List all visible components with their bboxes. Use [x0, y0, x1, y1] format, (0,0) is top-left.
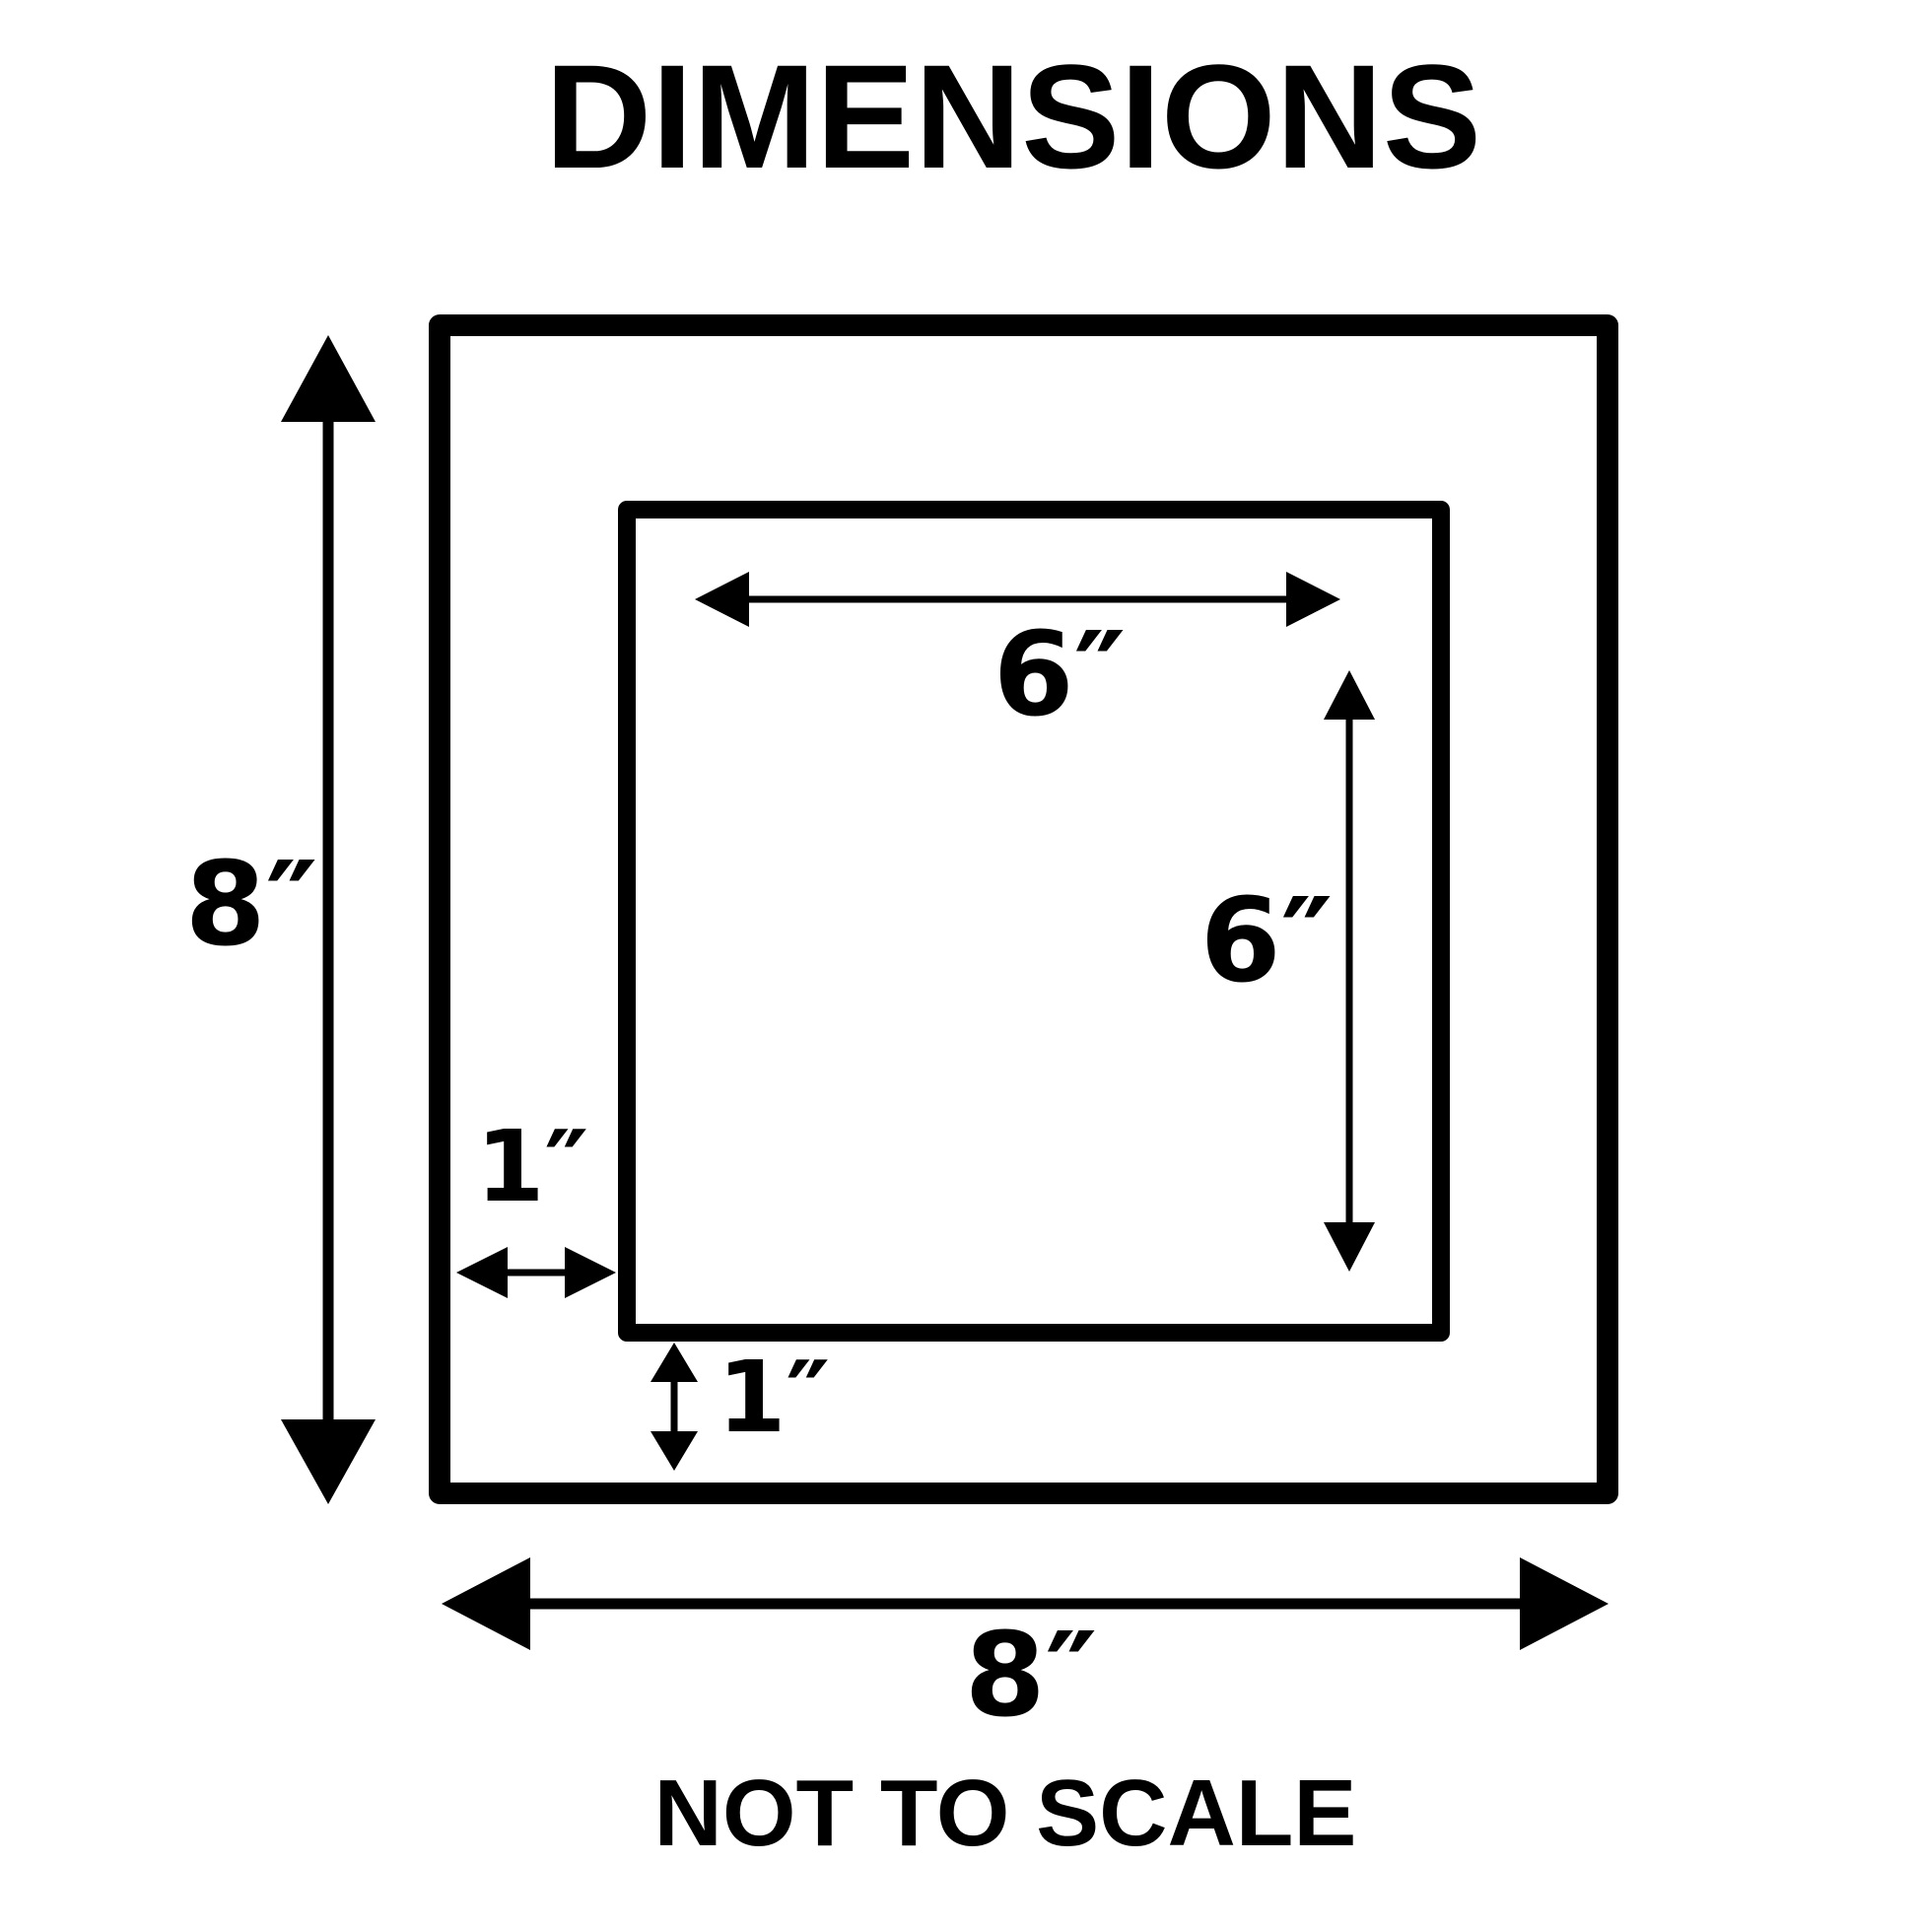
arrowhead-up: [1324, 670, 1375, 720]
inner-height-label: 6″: [1200, 872, 1334, 1008]
arrowhead-left: [456, 1247, 508, 1298]
outer-height-label: 8″: [185, 836, 318, 972]
arrowhead-left: [695, 572, 749, 627]
arrowhead-right: [565, 1247, 616, 1298]
left-margin-label: 1″: [476, 1109, 588, 1224]
scale-note: NOT TO SCALE: [654, 1760, 1357, 1866]
arrowhead-left: [442, 1557, 530, 1650]
outer-width-arrow: [442, 1557, 1609, 1650]
inner-height-arrow: [1324, 670, 1375, 1272]
bottom-margin-label: 1″: [718, 1340, 830, 1455]
left-margin-arrow: [456, 1247, 616, 1298]
inner-width-arrow: [695, 572, 1340, 627]
arrowhead-down: [281, 1419, 376, 1504]
inner-opening: [618, 501, 1450, 1342]
arrowhead-up: [651, 1343, 698, 1382]
arrowhead-down: [651, 1431, 698, 1471]
outer-frame: [429, 314, 1618, 1504]
arrowhead-up: [281, 335, 376, 422]
inner-width-label: 6″: [993, 606, 1127, 742]
arrowhead-right: [1520, 1557, 1609, 1650]
bottom-margin-arrow: [651, 1343, 698, 1471]
outer-height-arrow: [281, 335, 376, 1504]
arrowhead-right: [1286, 572, 1340, 627]
diagram-title: DIMENSIONS: [545, 34, 1481, 199]
arrowhead-down: [1324, 1222, 1375, 1272]
outer-width-label: 8″: [965, 1607, 1098, 1743]
